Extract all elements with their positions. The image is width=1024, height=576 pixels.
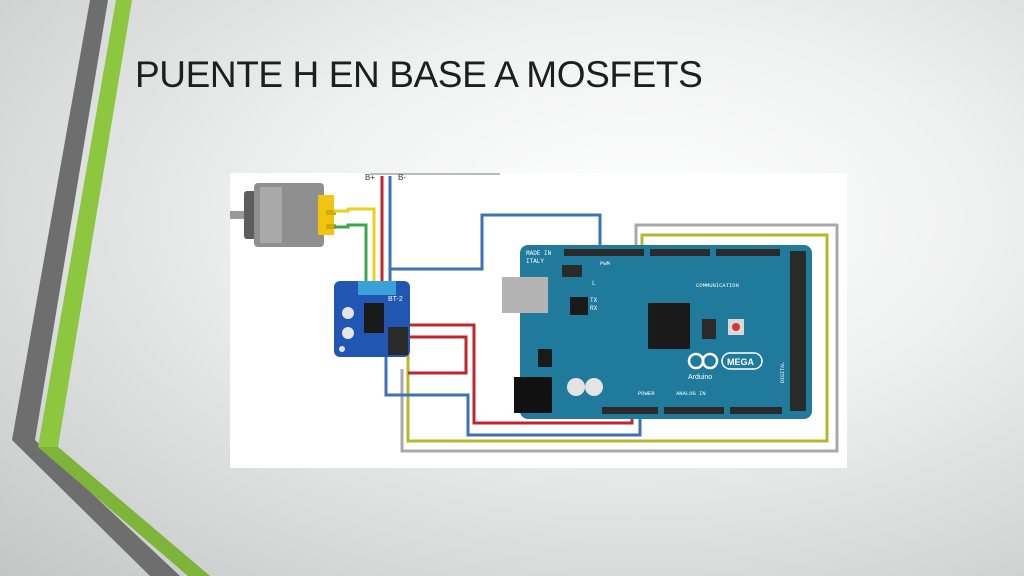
arduino-analog-in-label: ANALOG IN <box>676 390 706 397</box>
motor-body-shade <box>260 187 282 243</box>
arduino-power-jack <box>514 377 552 413</box>
arduino-main-chip <box>648 303 690 349</box>
dc-motor <box>230 183 336 247</box>
driver-capacitor-2 <box>342 327 354 339</box>
motor-wire-yellow <box>334 207 376 285</box>
arduino-capacitor-2 <box>585 378 603 396</box>
driver-terminal-block <box>358 281 396 295</box>
arduino-communication-label: COMMUNICATION <box>696 282 739 289</box>
driver-capacitor-1 <box>342 307 354 319</box>
arduino-capacitor-1 <box>567 378 585 396</box>
arduino-pwm-label: PWM <box>600 260 610 267</box>
slide-title: PUENTE H EN BASE A MOSFETS <box>135 54 703 95</box>
arduino-power-header <box>602 407 658 414</box>
arduino-mega-board: MADE IN ITALY PWM L TX RX COMMUNICATION … <box>502 245 812 419</box>
arduino-reset-dot <box>732 323 740 331</box>
arduino-logo-right-ring <box>701 352 719 370</box>
circuit-diagram: B+ B- <box>230 173 847 468</box>
driver-board-label: BT-2 <box>388 296 403 303</box>
motor-terminal-2 <box>326 224 336 229</box>
wire-blue-top <box>390 213 602 271</box>
h-bridge-driver-board: BT-2 <box>334 281 410 357</box>
arduino-brand-label: Arduino <box>688 374 712 381</box>
arduino-country-label: ITALY <box>526 258 544 265</box>
motor-shaft <box>230 211 250 219</box>
motor-wire-green <box>334 223 368 285</box>
arduino-model-label: MEGA <box>727 357 755 367</box>
arduino-digital-header <box>790 251 806 411</box>
arduino-top-header-1 <box>564 249 644 256</box>
wire-olive-outer <box>406 233 829 443</box>
arduino-top-header-3 <box>716 249 780 256</box>
arduino-digital-label: DIGITAL <box>780 362 786 383</box>
arduino-tx-label: TX <box>590 297 598 304</box>
supply-positive-label: B+ <box>365 173 375 182</box>
wire-red-lower-2 <box>408 335 468 375</box>
arduino-made-in-label: MADE IN <box>526 250 552 257</box>
arduino-rx-label: RX <box>590 305 598 312</box>
arduino-icsp-header <box>702 319 716 339</box>
arduino-usb-chip <box>570 297 588 315</box>
arduino-analog-header-2 <box>730 407 782 414</box>
motor-terminal-1 <box>326 210 336 215</box>
wire-gray-outer <box>400 223 839 453</box>
driver-mount-hole <box>339 346 345 352</box>
green-lower-wedge <box>38 447 210 576</box>
arduino-small-header <box>562 265 582 277</box>
arduino-model-badge <box>721 352 763 370</box>
supply-negative-label: B- <box>398 173 406 182</box>
driver-pin-header <box>388 327 408 355</box>
gray-stripe-shape <box>12 0 180 576</box>
green-stripe-shape <box>38 0 210 576</box>
circuit-svg: B+ B- <box>230 173 839 453</box>
arduino-power-label: POWER <box>638 390 655 397</box>
arduino-top-header-2 <box>650 249 710 256</box>
arduino-analog-header <box>664 407 724 414</box>
driver-chip <box>364 303 384 333</box>
arduino-led-l-label: L <box>592 280 596 287</box>
arduino-usb-port <box>502 277 548 313</box>
arduino-regulator <box>538 349 552 367</box>
